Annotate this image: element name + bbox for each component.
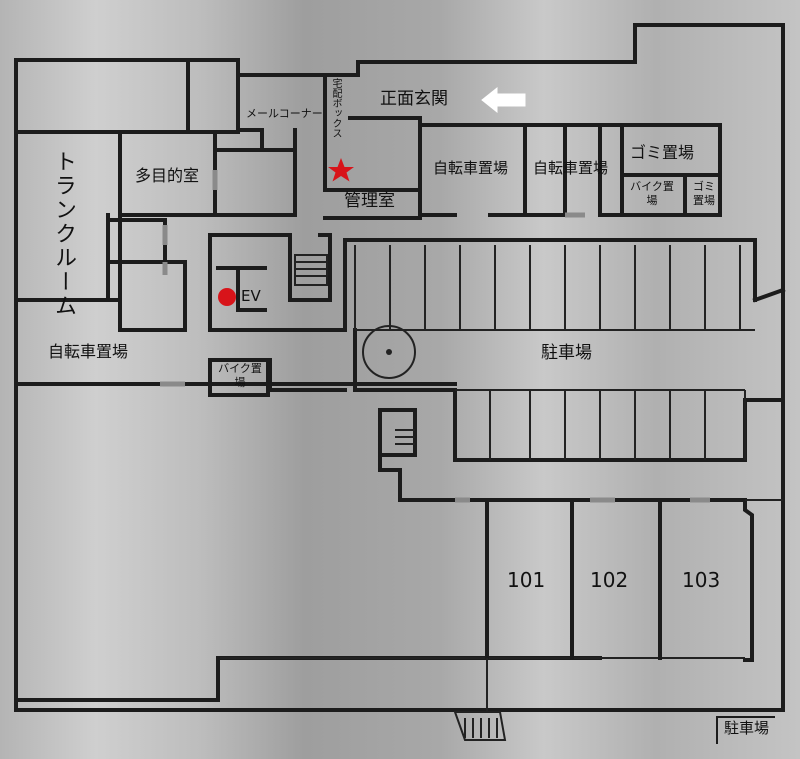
turntable bbox=[362, 325, 416, 379]
label-unit-102: 102 bbox=[590, 568, 629, 592]
label-parking-center: 駐車場 bbox=[541, 343, 592, 363]
current-location-star bbox=[328, 158, 354, 182]
label-elevator: EV bbox=[241, 287, 261, 305]
parking-stalls-north bbox=[354, 245, 755, 460]
label-bicycle-parking-3: 自転車置場 bbox=[48, 342, 129, 361]
label-unit-103: 103 bbox=[682, 568, 721, 592]
outer-wall bbox=[14, 23, 785, 712]
trunk-room-walls bbox=[14, 58, 240, 332]
door-gaps bbox=[160, 170, 710, 503]
building-south-edge bbox=[14, 382, 602, 702]
label-garbage-small: ゴミ置場 bbox=[693, 180, 715, 207]
label-delivery-box: 宅配ボックス bbox=[330, 78, 341, 138]
site-boundary bbox=[486, 499, 783, 712]
label-parking-corner: 駐車場 bbox=[716, 716, 776, 744]
label-garbage-area: ゴミ置場 bbox=[630, 143, 695, 162]
label-multipurpose-room: 多目的室 bbox=[135, 166, 200, 185]
multipurpose-room-walls bbox=[213, 148, 297, 217]
label-bike-parking-bottom: バイク置場 bbox=[218, 362, 262, 389]
label-management-office: 管理室 bbox=[344, 191, 395, 211]
label-bicycle-parking-2: 自転車置場 bbox=[533, 159, 609, 177]
label-bicycle-parking-1: 自転車置場 bbox=[433, 159, 509, 177]
entrance-steps bbox=[453, 711, 507, 741]
corridor-walls bbox=[208, 73, 347, 332]
label-unit-101: 101 bbox=[507, 568, 546, 592]
turntable-center bbox=[386, 349, 392, 355]
label-trunk-room: トランクルーム bbox=[51, 150, 76, 318]
label-bike-parking-top: バイク置場 bbox=[630, 180, 674, 207]
label-main-entrance: 正面玄関 bbox=[380, 89, 448, 109]
arrow-left-icon bbox=[481, 86, 526, 114]
label-mail-corner: メールコーナー bbox=[246, 107, 323, 120]
elevator-marker bbox=[218, 288, 236, 306]
